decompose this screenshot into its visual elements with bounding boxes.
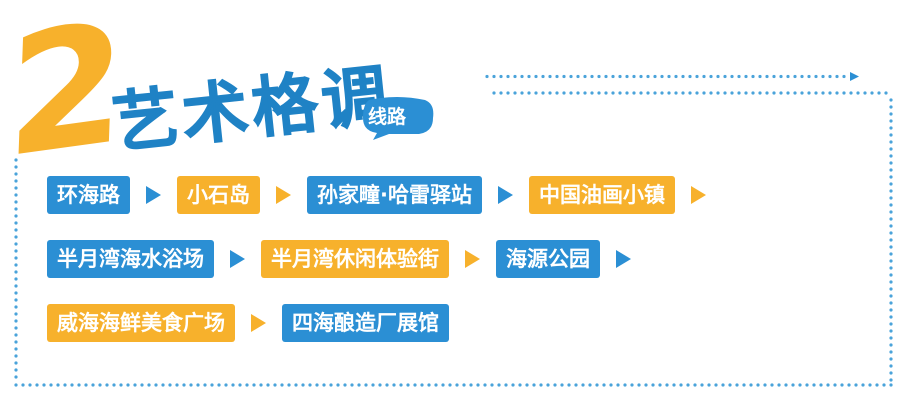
route-row-2: 半月湾海水浴场 半月湾休闲体验街 海源公园 xyxy=(47,240,647,278)
route-stop: 半月湾海水浴场 xyxy=(47,240,214,278)
arrow-right-icon xyxy=(251,314,266,332)
arrow-right-icon xyxy=(146,186,161,204)
route-stop: 威海海鲜美食广场 xyxy=(47,304,235,342)
arrow-right-icon xyxy=(616,250,631,268)
route-stop: 四海酿造厂展馆 xyxy=(282,304,449,342)
route-stop: 环海路 xyxy=(47,176,130,214)
route-stop: 中国油画小镇 xyxy=(528,176,675,214)
badge-bubble xyxy=(363,97,434,140)
arrow-right-icon xyxy=(465,250,480,268)
route-stop: 半月湾休闲体验街 xyxy=(261,240,449,278)
route-stop: 孙家疃·哈雷驿站 xyxy=(307,176,482,214)
route-row-1: 环海路 小石岛 孙家疃·哈雷驿站 中国油画小镇 xyxy=(47,176,722,214)
arrow-right-icon xyxy=(230,250,245,268)
route-stop: 海源公园 xyxy=(496,240,600,278)
arrow-right-icon xyxy=(690,186,706,204)
badge-label: 线路 xyxy=(368,106,407,128)
route-stop: 小石岛 xyxy=(177,176,260,214)
arrow-right-icon xyxy=(276,186,291,204)
arrow-right-icon xyxy=(497,186,513,204)
top-arrow-icon xyxy=(850,72,859,81)
route-row-3: 威海海鲜美食广场 四海酿造厂展馆 xyxy=(47,304,449,342)
